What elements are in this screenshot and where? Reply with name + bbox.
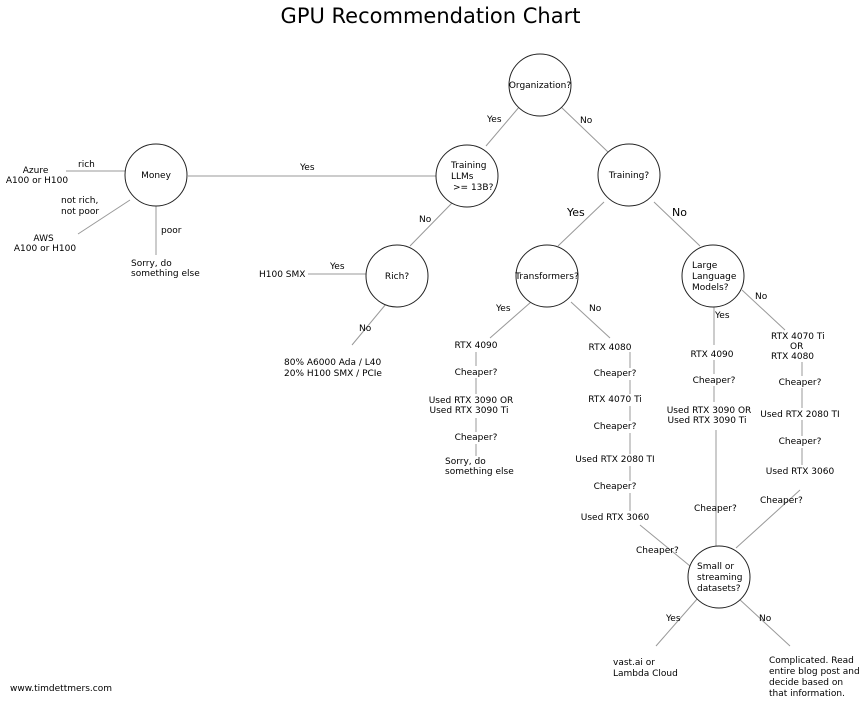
transformers-label: Transformers? [514, 272, 579, 282]
edge-tllm-rich [409, 202, 453, 247]
edge-training-llm [653, 201, 701, 247]
edge-small-yes [655, 597, 699, 647]
chain-item: Cheaper? [693, 376, 736, 386]
edge-label-training-no: No [672, 206, 687, 219]
small-streaming-label: Small or streaming datasets? [697, 562, 745, 594]
training-llms-label: Training LLMs >= 13B? [450, 161, 494, 193]
small-streaming-node [687, 545, 751, 609]
edge-money-aws [77, 199, 131, 235]
chain-item: Used RTX 3060 [581, 513, 650, 523]
leaf-azure: Azure A100 or H100 [6, 166, 68, 186]
leaf-mix: 80% A6000 Ada / L40 20% H100 SMX / PCIe [284, 358, 384, 379]
chain-item: Used RTX 2080 TI [760, 410, 839, 420]
footer-website: www.timdettmers.com [10, 684, 112, 694]
chain-item: Used RTX 3060 [766, 467, 835, 477]
edge-label-rich-no: No [359, 324, 372, 334]
chain-item: RTX 4070 Ti [588, 395, 642, 405]
edge-label-training-yes: Yes [566, 206, 585, 219]
edge-label-cheaper-mid: Cheaper? [694, 504, 737, 514]
leaf-h100-smx: H100 SMX [259, 270, 305, 280]
leaf-aws: AWS A100 or H100 [14, 234, 76, 254]
chain-llm-yes: RTX 4090 Cheaper? Used RTX 3090 OR Used … [667, 350, 752, 426]
chain-item: Used RTX 3090 OR [429, 396, 514, 406]
edge-label-org-no: No [580, 116, 593, 126]
edge-llm-no [741, 289, 786, 331]
decision-nodes [124, 53, 751, 609]
chain-item: RTX 4090 [690, 350, 733, 360]
edge-label-money-mid: not rich, not poor [61, 196, 101, 217]
llm-node [681, 244, 745, 308]
chain-item: RTX 4070 Ti [771, 332, 825, 342]
edge-label-cheaper-right: Cheaper? [760, 496, 803, 506]
chain-llm-no: RTX 4070 Ti OR RTX 4080 Cheaper? Used RT… [760, 332, 839, 477]
chain-item: Cheaper? [594, 422, 637, 432]
money-label: Money [141, 171, 172, 181]
edge-3060-small [639, 524, 691, 567]
edge-org-tllm [485, 105, 521, 147]
edge-org-training [559, 105, 609, 153]
edge-label-tf-yes: Yes [495, 304, 511, 314]
chain-item: Used RTX 3090 Ti [430, 406, 509, 416]
chain-item: something else [445, 467, 514, 477]
llm-label: Large Language Models? [692, 261, 739, 293]
organization-node [508, 53, 572, 117]
chain-item: Used RTX 3090 Ti [668, 416, 747, 426]
edge-label-tf-no: No [589, 304, 602, 314]
chain-transformers-no: RTX 4080 Cheaper? RTX 4070 Ti Cheaper? U… [575, 343, 654, 523]
edge-label-rich-yes: Yes [329, 262, 345, 272]
chain-item: RTX 4080 [771, 352, 814, 362]
edge-label-money-poor: poor [161, 226, 182, 236]
leaf-sorry-money: Sorry, do something else [131, 259, 200, 279]
chain-item: RTX 4090 [454, 341, 497, 351]
edge-transformers-yes [489, 301, 532, 339]
chain-item: Cheaper? [455, 368, 498, 378]
training-node [597, 143, 661, 207]
training-label: Training? [608, 171, 650, 181]
edge-llm-no-small [735, 489, 801, 549]
chain-item: Cheaper? [779, 378, 822, 388]
edge-small-no [737, 597, 791, 647]
chain-item: Sorry, do [445, 457, 486, 467]
edge-label-llm-no: No [755, 292, 768, 302]
leaf-vast: vast.ai or Lambda Cloud [613, 658, 678, 679]
chain-item: Used RTX 3090 OR [667, 406, 752, 416]
edge-label-ss-no: No [759, 614, 772, 624]
training-llms-node [435, 144, 499, 208]
rich-label: Rich? [385, 272, 409, 282]
chain-item: Used RTX 2080 TI [575, 455, 654, 465]
chain-item: Cheaper? [455, 433, 498, 443]
chain-item: Cheaper? [594, 369, 637, 379]
edge-label-ss-yes: Yes [665, 614, 681, 624]
edge-label-tllm-no: No [419, 215, 432, 225]
chain-item: RTX 4080 [588, 343, 631, 353]
transformers-node [515, 244, 579, 308]
edge-label-org-yes: Yes [486, 115, 502, 125]
edge-training-transformers [557, 201, 605, 247]
chart-title: GPU Recommendation Chart [280, 4, 581, 28]
edge-label-money-rich: rich [78, 160, 95, 170]
chain-item: OR [790, 342, 803, 352]
chain-item: Cheaper? [594, 482, 637, 492]
chain-item: Cheaper? [779, 437, 822, 447]
edge-transformers-no [570, 301, 611, 339]
rich-node [365, 244, 429, 308]
connectors [66, 105, 803, 647]
edge-label-llm-yes: Yes [714, 311, 730, 321]
edge-rich-mix [351, 303, 387, 346]
money-node [124, 143, 188, 207]
organization-label: Organization? [509, 81, 572, 91]
leaf-complicated: Complicated. Read entire blog post and d… [769, 656, 861, 699]
chain-transformers-yes: RTX 4090 Cheaper? Used RTX 3090 OR Used … [429, 341, 515, 477]
edge-label-tllm-yes: Yes [299, 163, 315, 173]
edge-label-cheaper-left: Cheaper? [636, 546, 679, 556]
